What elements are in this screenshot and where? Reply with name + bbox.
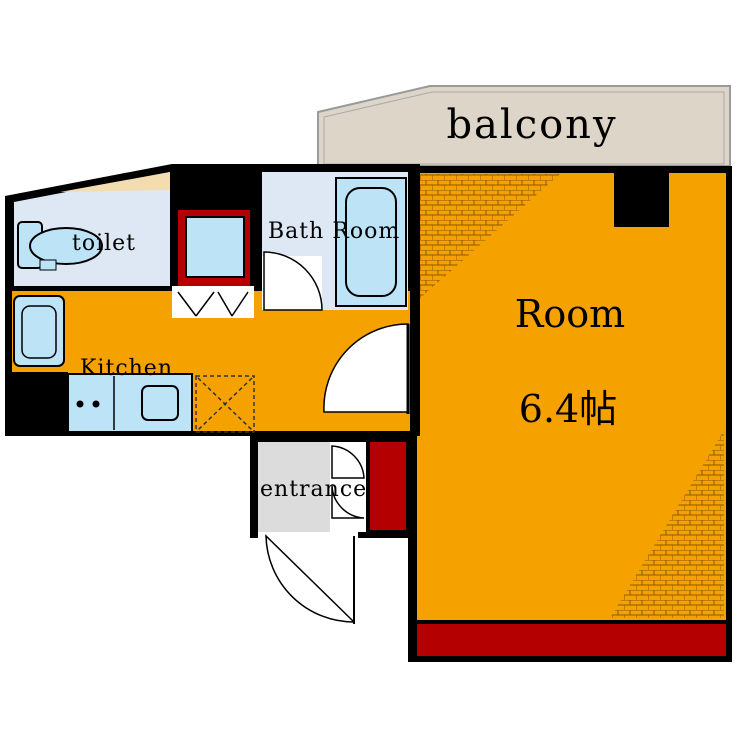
entrance-inner-door (331, 445, 365, 519)
carpet-hatch-bottom (610, 430, 724, 618)
sink-icon (141, 385, 179, 421)
entrance: entrance (250, 436, 410, 624)
toilet-label: toilet (72, 231, 136, 256)
closet-doors (177, 291, 249, 317)
room-label: Room (515, 292, 625, 336)
balcony: balcony (317, 85, 731, 167)
room-size: 6.4帖 (519, 387, 617, 431)
balcony-label: balcony (446, 102, 617, 148)
kitchen: Kitchen (12, 295, 255, 433)
bath-room: Bath Room (262, 172, 408, 311)
main-room: Room 6.4帖 (408, 166, 732, 662)
room-door (322, 322, 410, 414)
closet (417, 624, 726, 656)
bath-door (263, 251, 323, 311)
kitchen-label: Kitchen (80, 356, 173, 381)
carpet-hatch-top (418, 174, 560, 300)
entrance-label: entrance (260, 477, 367, 502)
toilet-icon (17, 221, 103, 271)
washing-machine-icon (185, 216, 245, 278)
front-door (265, 534, 355, 624)
bath-label: Bath Room (268, 219, 400, 244)
appliance-space (195, 375, 255, 433)
column (614, 173, 669, 227)
shoe-cabinet (370, 442, 406, 530)
toilet-room: toilet (14, 172, 170, 286)
washer-area (172, 172, 256, 318)
stove-icon (76, 400, 100, 408)
